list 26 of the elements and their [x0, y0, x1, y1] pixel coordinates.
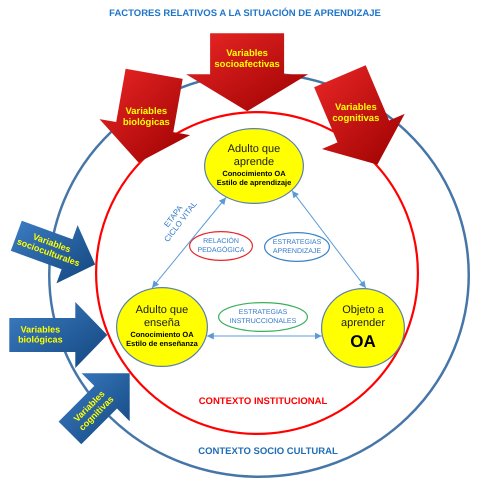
- node-heading: Adulto que enseña: [134, 304, 190, 330]
- arrow-label: Variables socioafectivas: [213, 49, 281, 72]
- block-arrow: [9, 302, 108, 368]
- arrow-label: Variables biológicas: [17, 324, 64, 346]
- circle-node: [204, 128, 304, 204]
- context-label: CONTEXTO INSTITUCIONAL: [198, 396, 328, 408]
- circle-node: [116, 287, 208, 367]
- block-arrow: [58, 373, 130, 444]
- node-abbreviation: OA: [350, 332, 376, 350]
- context-label: CONTEXTO SOCIO CULTURAL: [198, 446, 338, 458]
- oval-node: [264, 232, 330, 262]
- oval-node: [218, 302, 308, 332]
- block-arrow: [186, 33, 308, 112]
- oval-node: [189, 231, 253, 261]
- node-heading: Adulto que aprende: [226, 142, 282, 168]
- arrow-label: Variables cognitivas: [331, 103, 380, 125]
- circle-node: [321, 288, 405, 368]
- node-heading: Objeto a aprender: [340, 304, 386, 330]
- block-arrow: [10, 220, 96, 284]
- block-arrow: [314, 65, 405, 165]
- connector-arrow: [206, 332, 322, 340]
- block-arrow: [100, 68, 190, 162]
- connector-arrow: [152, 197, 226, 288]
- connector-arrow: [292, 190, 366, 289]
- arrow-label: Variables biológicas: [122, 107, 171, 130]
- diagram-title: FACTORES RELATIVOS A LA SITUACIÓN DE APRENDIZAJE: [109, 8, 381, 20]
